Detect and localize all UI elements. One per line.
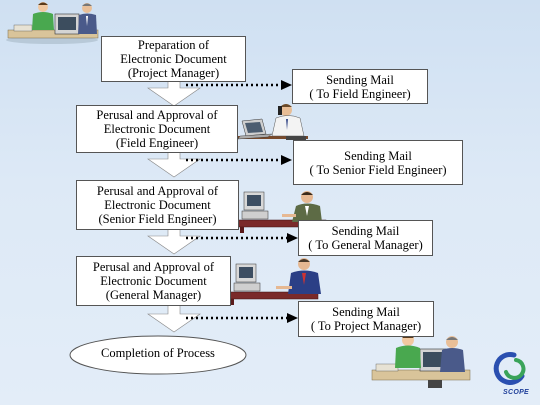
completion-label: Completion of Process [101,346,215,360]
mail-3-line-1: Sending Mail [331,224,400,238]
step-4-line-3: (General Manager) [105,288,202,302]
step-4-line-2: Electronic Document [100,274,207,288]
completion-ellipse [69,335,247,375]
dotted-arrow-head-1 [281,80,292,90]
step-1-line-3: (Project Manager) [127,66,220,80]
scope-logo-icon [493,351,526,385]
step-3-line-1: Perusal and Approval of [96,184,219,198]
step-2-line-2: Electronic Document [103,122,211,136]
mail-box-senior-field-engineer: Sending Mail ( To Senior Field Engineer) [293,140,463,185]
dotted-arrow-head-4 [287,313,298,323]
step-3-line-3: (Senior Field Engineer) [98,212,217,226]
scope-logo-text: SCOPE [503,389,530,396]
manager-at-desk-computer-icon [225,258,321,305]
step-1-line-2: Electronic Document [120,52,227,66]
dotted-arrow-head-2 [281,155,292,165]
mail-3-line-2: ( To General Manager) [308,238,423,252]
mail-box-project-manager: Sending Mail ( To Project Manager) [298,301,434,337]
dotted-arrow-head-3 [287,233,298,243]
step-box-general-manager: Perusal and Approval of Electronic Docum… [76,256,231,306]
mail-2-line-1: Sending Mail [344,148,412,163]
flow-arrow-1 [147,80,201,107]
mail-box-field-engineer: Sending Mail ( To Field Engineer) [292,69,428,104]
engineer-at-desk-computer-icon [235,191,327,233]
step-box-senior-field-engineer: Perusal and Approval of Electronic Docum… [76,180,239,230]
step-1-line-1: Preparation of [137,38,210,52]
mail-1-line-2: ( To Field Engineer) [309,86,411,101]
flow-arrow-4 [147,304,201,333]
mail-2-line-2: ( To Senior Field Engineer) [309,162,447,177]
mail-4-line-2: ( To Project Manager) [310,319,422,333]
mail-box-general-manager: Sending Mail ( To General Manager) [298,220,433,256]
step-2-line-3: (Field Engineer) [115,136,199,150]
step-box-field-engineer: Perusal and Approval of Electronic Docum… [76,105,238,153]
step-2-line-1: Perusal and Approval of [96,108,218,122]
mail-1-line-1: Sending Mail [326,72,394,87]
step-box-preparation: Preparation of Electronic Document (Proj… [101,36,246,82]
flow-arrow-2 [147,151,201,178]
engineer-on-phone-with-laptop-icon [237,104,308,140]
mail-4-line-1: Sending Mail [332,305,400,319]
step-3-line-2: Electronic Document [104,198,211,212]
flow-arrow-3 [147,228,201,255]
office-workers-at-computer-icon-bottom [371,334,471,388]
office-workers-at-computer-icon [6,2,99,44]
step-4-line-1: Perusal and Approval of [92,260,215,274]
